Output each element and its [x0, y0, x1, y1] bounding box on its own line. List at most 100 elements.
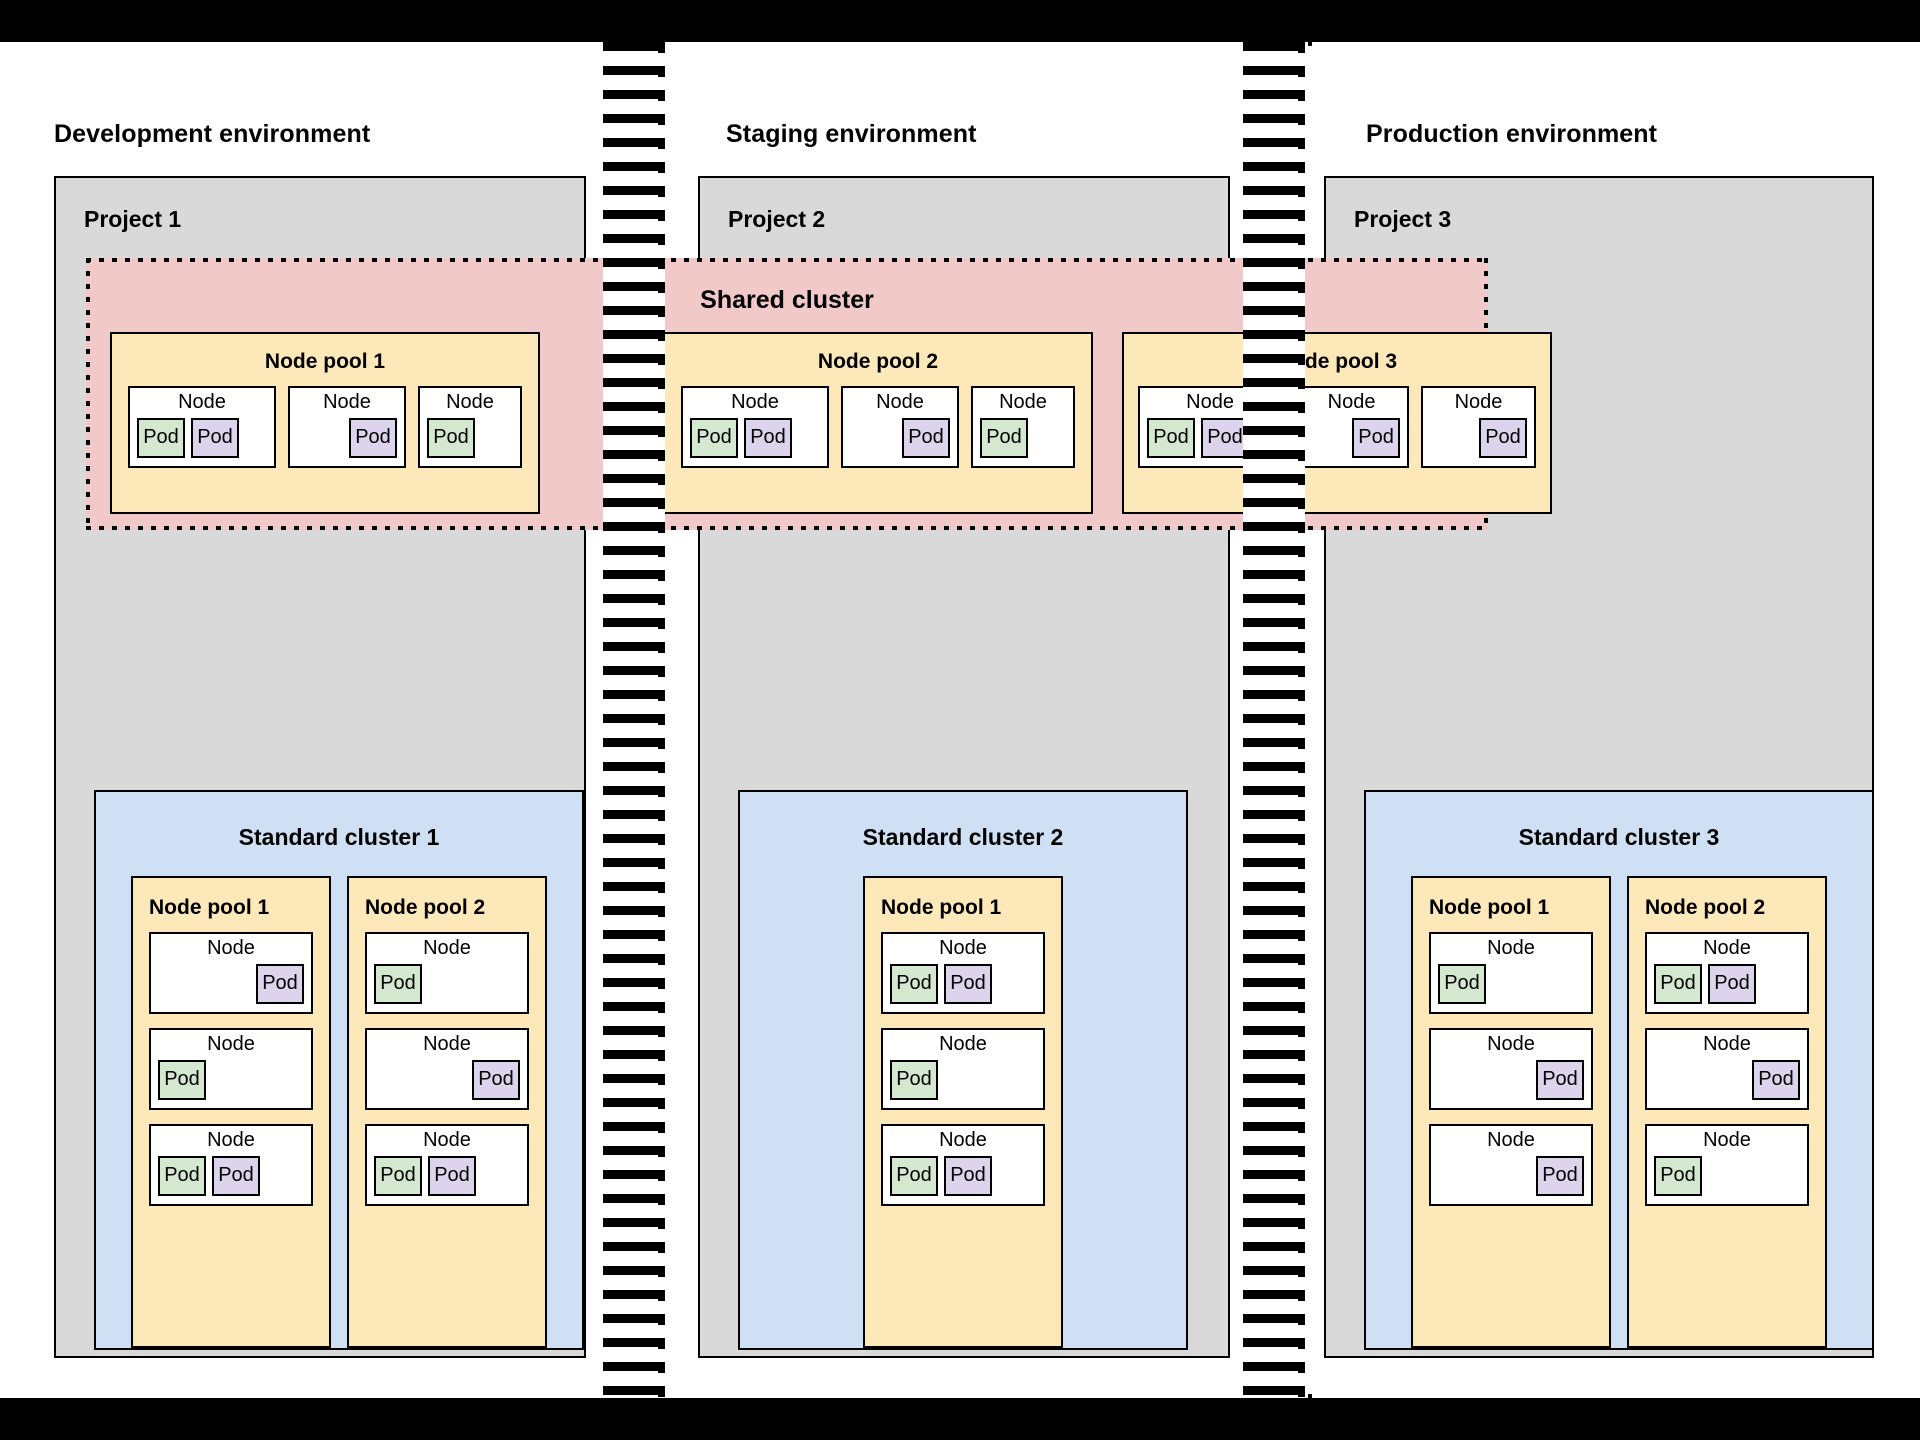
shared-node-pool-list: Node pool 1 Node Pod Pod Node Pod [86, 332, 1552, 530]
environment-divider-1 [603, 42, 665, 1398]
standard-cluster-2: Standard cluster 2 Node pool 1 Node Pod … [738, 790, 1188, 1350]
pod-list: Pod Pod [690, 418, 820, 458]
node: Node Pod [288, 386, 406, 468]
pod-list: Pod Pod [1147, 418, 1273, 458]
project-title: Project 3 [1354, 206, 1452, 232]
node-list: Node Pod Node Pod Node [365, 932, 529, 1206]
pod-list: Pod Pod [890, 964, 1036, 1004]
standard-cluster-3: Standard cluster 3 Node pool 1 Node Pod … [1364, 790, 1874, 1350]
node-label: Node [939, 1129, 987, 1151]
pod-list: Pod [158, 964, 304, 1004]
pod-list: Pod [1438, 964, 1584, 1004]
node-list: Node Pod Pod Node Pod Node [126, 386, 524, 468]
pod-list: Pod [427, 418, 513, 458]
pod-list: Pod [374, 1060, 520, 1100]
node: Node Pod [1421, 386, 1536, 468]
pod-list: Pod Pod [374, 1156, 520, 1196]
node-pool-title: Node pool 1 [264, 350, 386, 373]
shared-cluster-border-top [86, 258, 1488, 262]
pod: Pod [1438, 964, 1486, 1004]
pod: Pod [256, 964, 304, 1004]
node-label: Node [423, 1033, 471, 1055]
pod-list: Pod [1438, 1156, 1584, 1196]
node: Node Pod Pod [681, 386, 829, 468]
pod: Pod [427, 418, 475, 458]
pod-list: Pod [980, 418, 1066, 458]
node: Node Pod [1294, 386, 1410, 468]
project-title: Project 2 [728, 206, 826, 232]
shared-cluster-title: Shared cluster [700, 286, 874, 314]
environment-title: Staging environment [726, 120, 977, 148]
node: Node Pod [1429, 932, 1593, 1014]
node: Node Pod Pod [881, 932, 1045, 1014]
node-label: Node [207, 1033, 255, 1055]
node: Node Pod [149, 932, 313, 1014]
node: Node Pod [971, 386, 1075, 468]
pod: Pod [374, 964, 422, 1004]
pod: Pod [902, 418, 950, 458]
pod: Pod [944, 964, 992, 1004]
node: Node Pod [418, 386, 522, 468]
node-label: Node [323, 391, 371, 413]
pod-list: Pod Pod [158, 1156, 304, 1196]
node-label: Node [1454, 391, 1503, 413]
pod: Pod [690, 418, 738, 458]
pod: Pod [1479, 418, 1527, 458]
node-label: Node [1186, 391, 1234, 413]
node-pool: Node pool 1 Node Pod Pod Node Pod [110, 332, 540, 514]
node-label: Node [423, 937, 471, 959]
node-label: Node [1703, 1129, 1751, 1151]
pod: Pod [890, 964, 938, 1004]
pod: Pod [1752, 1060, 1800, 1100]
node: Node Pod Pod [149, 1124, 313, 1206]
pod-list: Pod [1438, 1060, 1584, 1100]
node-label: Node [178, 391, 226, 413]
node-label: Node [999, 391, 1047, 413]
pod: Pod [428, 1156, 476, 1196]
pod-list: Pod [1430, 418, 1527, 458]
node-label: Node [939, 1033, 987, 1055]
node-label: Node [1487, 1033, 1535, 1055]
node-pool-list: Node pool 1 Node Pod Node Pod [1366, 876, 1872, 1348]
environment-title: Development environment [54, 120, 371, 148]
pod: Pod [1147, 418, 1195, 458]
node-pool-title: Node pool 3 [1276, 350, 1398, 373]
pod: Pod [1536, 1156, 1584, 1196]
node: Node Pod [881, 1028, 1045, 1110]
node-pool: Node pool 2 Node Pod Pod Node Pod [663, 332, 1093, 514]
node: Node Pod Pod [365, 1124, 529, 1206]
node: Node Pod [1429, 1028, 1593, 1110]
standard-cluster-1: Standard cluster 1 Node pool 1 Node Pod … [94, 790, 584, 1350]
node-label: Node [1487, 1129, 1535, 1151]
pod: Pod [1654, 1156, 1702, 1196]
node-pool: Node pool 3 Node Pod Pod Node Pod [1122, 332, 1552, 514]
standard-cluster-title: Standard cluster 2 [862, 824, 1064, 850]
node: Node Pod [841, 386, 959, 468]
node-list: Node Pod Node Pod Node [1429, 932, 1593, 1206]
pod: Pod [1708, 964, 1756, 1004]
shared-cluster-border-left [86, 258, 90, 530]
pod: Pod [980, 418, 1028, 458]
environment-production: Production environment Project 3 Standar… [1312, 42, 1920, 1398]
node-label: Node [1327, 391, 1376, 413]
pod: Pod [374, 1156, 422, 1196]
node-label: Node [876, 391, 924, 413]
pod-list: Pod [1654, 1060, 1800, 1100]
pod-list: Pod Pod [1654, 964, 1800, 1004]
shared-cluster-border-bottom [86, 526, 1488, 530]
node: Node Pod [1645, 1028, 1809, 1110]
node-pool: Node pool 2 Node Pod Node Pod [347, 876, 547, 1348]
pod-list: Pod [850, 418, 950, 458]
project-title: Project 1 [84, 206, 182, 232]
node-pool: Node pool 1 Node Pod Pod Node [863, 876, 1063, 1348]
node-label: Node [207, 937, 255, 959]
environment-development: Development environment Project 1 Standa… [0, 42, 610, 1398]
pod: Pod [158, 1156, 206, 1196]
environment-divider-2 [1243, 42, 1305, 1398]
node: Node Pod [149, 1028, 313, 1110]
pod-list: Pod Pod [890, 1156, 1036, 1196]
node-label: Node [446, 391, 494, 413]
pod: Pod [472, 1060, 520, 1100]
node: Node Pod [365, 1028, 529, 1110]
pod: Pod [1536, 1060, 1584, 1100]
